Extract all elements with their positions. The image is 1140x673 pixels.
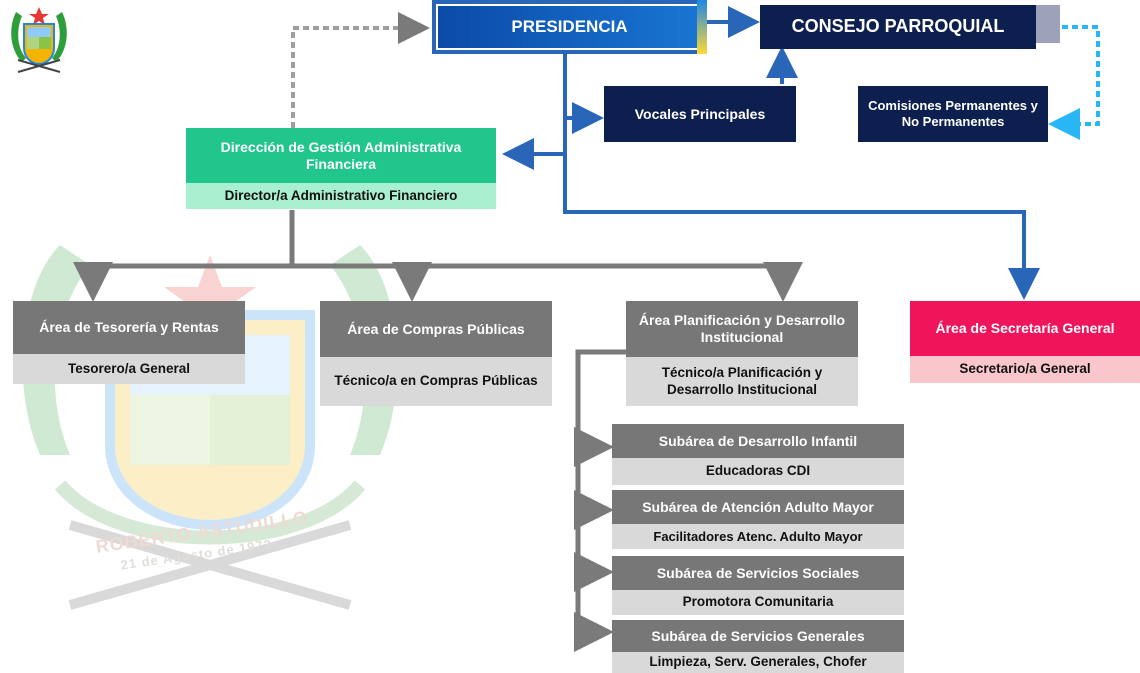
planning-title-box: Área Planificación y Desarrollo Instituc…	[626, 301, 858, 357]
presidency-accent	[697, 0, 707, 54]
subarea-childhood-title: Subárea de Desarrollo Infantil	[658, 432, 858, 449]
purchasing-role: Técnico/a en Compras Públicas	[334, 373, 538, 389]
planning-role: Técnico/a Planificación y Desarrollo Ins…	[661, 365, 823, 397]
dotted-blue-connector	[1048, 25, 1100, 140]
planning-title: Área Planificación y Desarrollo Instituc…	[638, 312, 846, 345]
secretary-role-box: Secretario/a General	[910, 356, 1140, 383]
subarea-childhood-role: Educadoras CDI	[705, 463, 811, 479]
treasury-title: Área de Tesorería y Rentas	[39, 319, 219, 336]
principal-members-box: Vocales Principales	[604, 86, 796, 142]
presidency-trunk	[563, 54, 1040, 300]
purchasing-title-box: Área de Compras Públicas	[320, 301, 552, 357]
areas-bus	[90, 262, 803, 302]
admin-finance-title: Dirección de Gestión Administrativa Fina…	[220, 138, 462, 172]
secretary-title: Área de Secretaría General	[935, 320, 1115, 337]
emblem-logo	[8, 4, 70, 76]
subarea-elderly-role-box: Facilitadores Atenc. Adulto Mayor	[612, 524, 904, 549]
subarea-social-role: Promotora Comunitaria	[682, 594, 834, 610]
subarea-childhood-role-box: Educadoras CDI	[612, 458, 904, 485]
admin-finance-role-box: Director/a Administrativo Financiero	[186, 183, 496, 209]
subarea-elderly-title: Subárea de Atención Adulto Mayor	[642, 498, 874, 515]
subarea-social-title-box: Subárea de Servicios Sociales	[612, 556, 904, 590]
presidency-label: PRESIDENCIA	[511, 16, 628, 36]
council-box: CONSEJO PARROQUIAL	[760, 5, 1036, 49]
subarea-general-title-box: Subárea de Servicios Generales	[612, 620, 904, 652]
presidency-box: PRESIDENCIA	[432, 0, 707, 54]
subareas-bus	[575, 349, 626, 632]
subarea-social-role-box: Promotora Comunitaria	[612, 590, 904, 615]
subarea-general-role: Limpieza, Serv. Generales, Chofer	[649, 654, 867, 670]
treasury-role-box: Tesorero/a General	[13, 354, 245, 384]
purchasing-title: Área de Compras Públicas	[347, 320, 525, 337]
admin-finance-title-box: Dirección de Gestión Administrativa Fina…	[186, 128, 496, 183]
secretary-title-box: Área de Secretaría General	[910, 301, 1140, 356]
subarea-social-title: Subárea de Servicios Sociales	[656, 564, 860, 581]
dotted-gray-connector	[291, 12, 430, 128]
council-accent	[1036, 5, 1060, 43]
subarea-general-title: Subárea de Servicios Generales	[651, 627, 865, 644]
council-label: CONSEJO PARROQUIAL	[791, 16, 1005, 37]
subarea-elderly-role: Facilitadores Atenc. Adulto Mayor	[653, 528, 863, 544]
secretary-role: Secretario/a General	[959, 361, 1091, 377]
subarea-elderly-title-box: Subárea de Atención Adulto Mayor	[612, 490, 904, 524]
planning-role-box: Técnico/a Planificación y Desarrollo Ins…	[626, 357, 858, 406]
treasury-title-box: Área de Tesorería y Rentas	[13, 301, 245, 354]
principal-members-label: Vocales Principales	[634, 105, 766, 122]
admin-finance-role: Director/a Administrativo Financiero	[224, 187, 458, 203]
subarea-childhood-title-box: Subárea de Desarrollo Infantil	[612, 424, 904, 458]
purchasing-role-box: Técnico/a en Compras Públicas	[320, 357, 552, 406]
subarea-general-role-box: Limpieza, Serv. Generales, Chofer	[612, 652, 904, 673]
treasury-role: Tesorero/a General	[67, 360, 191, 376]
commissions-box: Comisiones Permanentes y No Permanentes	[858, 86, 1048, 142]
commissions-label: Comisiones Permanentes y No Permanentes	[868, 98, 1038, 129]
